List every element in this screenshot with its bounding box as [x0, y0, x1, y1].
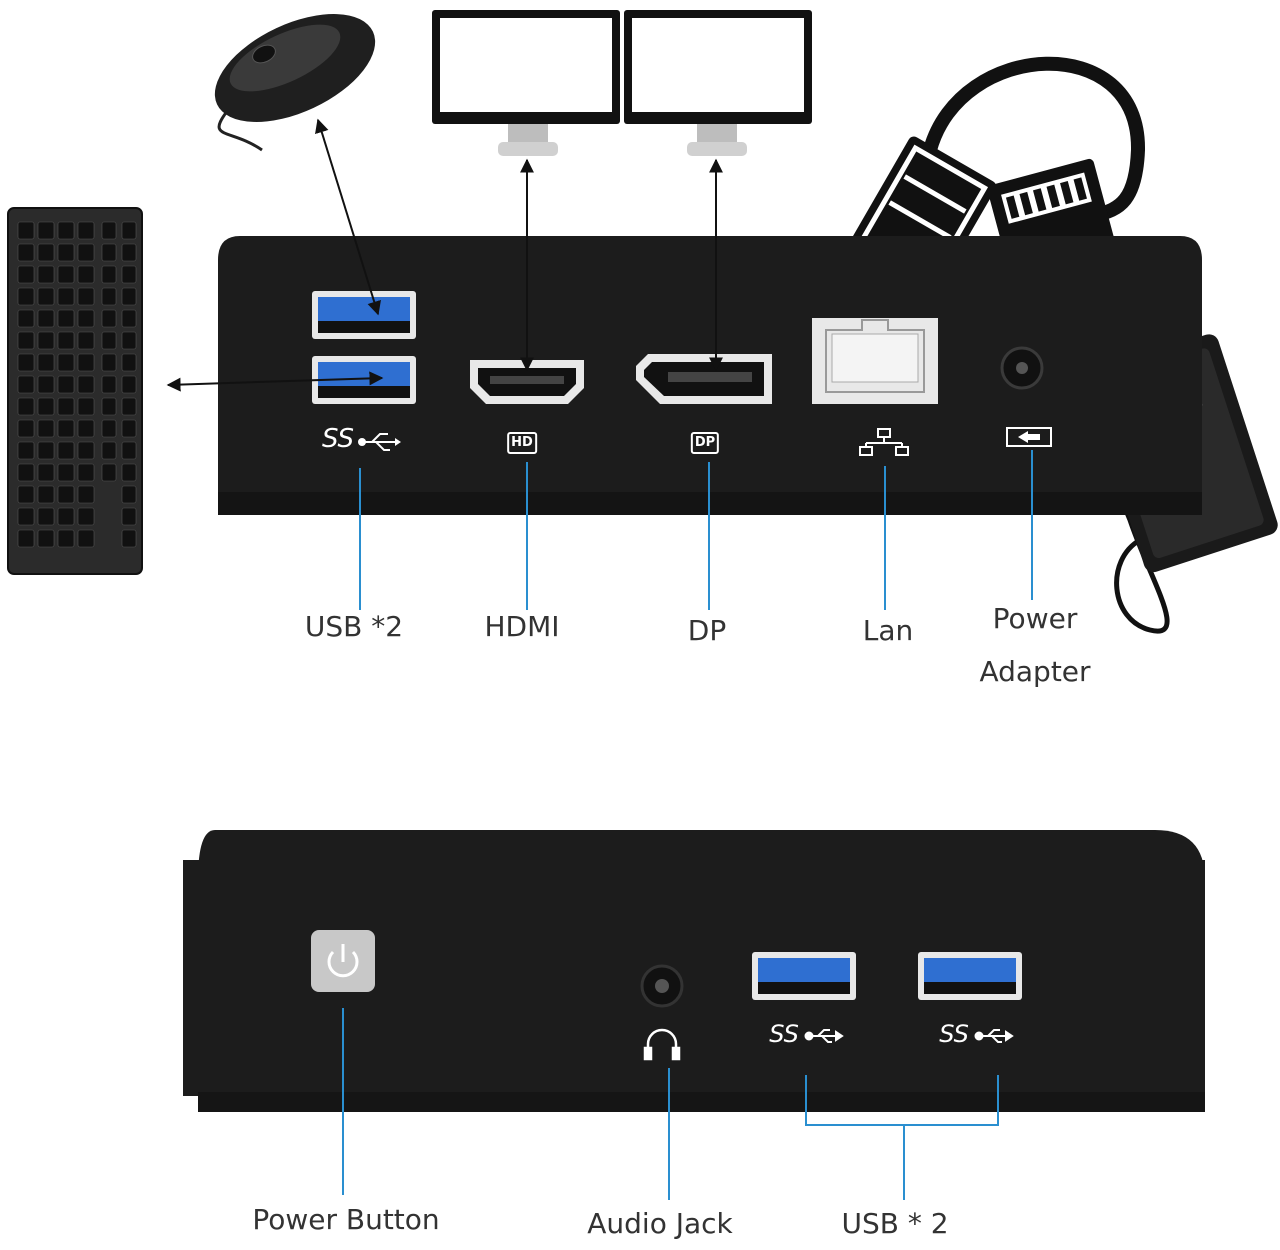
label-adapter: Adapter	[979, 655, 1091, 688]
power-icon	[327, 944, 359, 978]
front-usb-ss-mark-2: SS	[939, 1020, 969, 1048]
headphone-icon	[643, 1028, 681, 1061]
rear-usb-ss-mark: SS	[321, 424, 355, 454]
usb-icon	[358, 433, 401, 451]
label-power: Power	[992, 602, 1078, 635]
label-power-button: Power Button	[252, 1203, 440, 1236]
audio-jack-port	[640, 964, 684, 1008]
mouse-icon	[214, 14, 376, 152]
keyboard-icon	[7, 207, 143, 575]
label-rear-usb: USB *2	[304, 610, 404, 643]
lan-port	[812, 318, 938, 404]
dc-jack	[1000, 346, 1044, 390]
usb-icon	[804, 1029, 844, 1043]
label-dp: DP	[687, 614, 727, 647]
displayport-port	[636, 354, 772, 404]
hdmi-hd-badge: HD	[507, 432, 537, 454]
front-usb-port	[918, 952, 1022, 1000]
monitor-icon	[432, 10, 620, 156]
usb-icon	[974, 1029, 1014, 1043]
monitor-icon	[624, 10, 812, 156]
network-icon	[859, 428, 909, 456]
label-front-usb: USB * 2	[841, 1207, 949, 1240]
label-lan: Lan	[862, 614, 914, 647]
connection-arrows	[166, 118, 723, 392]
callout-lines-front	[342, 1008, 999, 1200]
rear-usb-port	[312, 291, 416, 339]
rear-markings	[358, 427, 1052, 456]
power-button	[311, 930, 375, 992]
callout-lines-rear	[359, 450, 1033, 610]
front-usb-ss-mark-1: SS	[769, 1020, 799, 1048]
dc-in-icon	[1006, 427, 1052, 447]
label-audio-jack: Audio Jack	[587, 1207, 733, 1240]
dp-badge: DP	[690, 432, 720, 454]
front-usb-port	[752, 952, 856, 1000]
label-hdmi: HDMI	[484, 610, 560, 643]
hdmi-port	[470, 360, 584, 404]
